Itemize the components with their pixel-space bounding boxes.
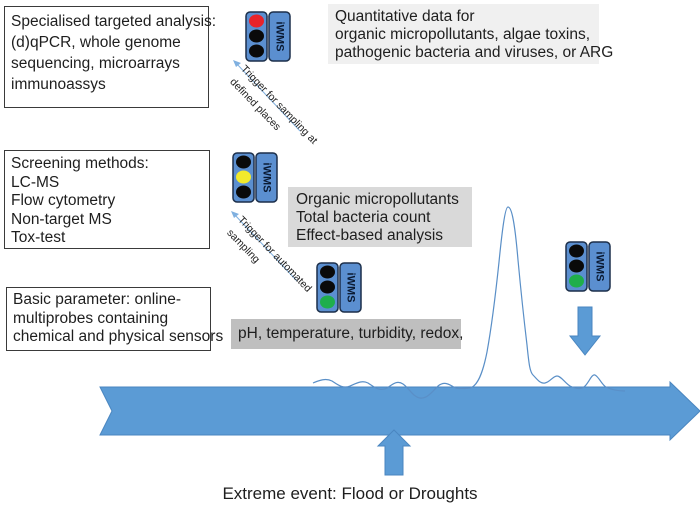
box-line: (d)qPCR, whole genome [11,34,181,51]
signal-off-icon [569,259,584,273]
box-line: Non-target MS [11,210,112,228]
iwms-label: iWMS [274,22,286,52]
iwms-traffic-light-green: iWMS [316,262,362,313]
box-line: Organic micropollutants [296,191,459,208]
signal-red-icon [249,14,264,28]
box-line: Quantitative data for [335,8,475,25]
box-line: Flow cytometry [11,192,116,209]
box-line: Total bacteria count [296,209,431,226]
trigger-arrow-lower [233,213,298,282]
quantitative-data-box: Quantitative data for organic micropollu… [328,4,614,64]
box-line: sequencing, microarrays [11,55,180,72]
basic-output-box: pH, temperature, turbidity, redox, [231,319,464,349]
basic-parameter-box: Basic parameter: online- multiprobes con… [6,287,224,351]
iwms-traffic-light-yellow: iWMS [232,152,278,203]
box-line: multiprobes containing [13,309,169,327]
box-line: LC-MS [11,173,60,191]
iwms-traffic-light-red: iWMS [245,11,291,62]
signal-off-icon [569,244,584,258]
extreme-event-caption: Extreme event: Flood or Droughts [222,484,478,503]
iwms-label: iWMS [345,273,357,303]
box-line: pathogenic bacteria and viruses, or ARG [335,44,614,61]
iwms-label: iWMS [594,252,606,282]
box-line: chemical and physical sensors [13,328,224,345]
signal-yellow-icon [236,170,251,184]
box-line: Basic parameter: online- [13,291,181,308]
trigger-arrowhead-upper [233,60,241,67]
measurement-curve [312,206,626,399]
iwms-label: iWMS [261,163,273,193]
indicator-down-arrow [568,306,602,356]
box-line: Effect-based analysis [296,227,444,244]
box-line: pH, temperature, turbidity, redox, [238,325,464,342]
trigger-arrowhead-lower [231,211,239,218]
signal-off-icon [236,185,251,199]
signal-green-icon [320,295,335,309]
box-line: Tox-test [11,229,66,246]
iwms-traffic-light-post-event: iWMS [565,241,611,292]
signal-off-icon [249,44,264,58]
signal-green-icon [569,274,584,288]
box-line: Specialised targeted analysis: [11,13,217,30]
signal-off-icon [320,265,335,279]
event-up-arrow [376,429,412,476]
signal-off-icon [236,155,251,169]
timeline-arrow [99,380,700,442]
signal-off-icon [249,29,264,43]
box-line: immunoassys [11,76,106,93]
specialised-analysis-box: Specialised targeted analysis: (d)qPCR, … [4,6,217,108]
trigger-arrow-upper [235,62,301,132]
box-line: organic micropollutants, algae toxins, [335,26,591,43]
screening-output-box: Organic micropollutants Total bacteria c… [288,187,472,247]
screening-methods-box: Screening methods: LC-MS Flow cytometry … [4,150,210,249]
signal-off-icon [320,280,335,294]
box-line: Screening methods: [11,155,149,172]
